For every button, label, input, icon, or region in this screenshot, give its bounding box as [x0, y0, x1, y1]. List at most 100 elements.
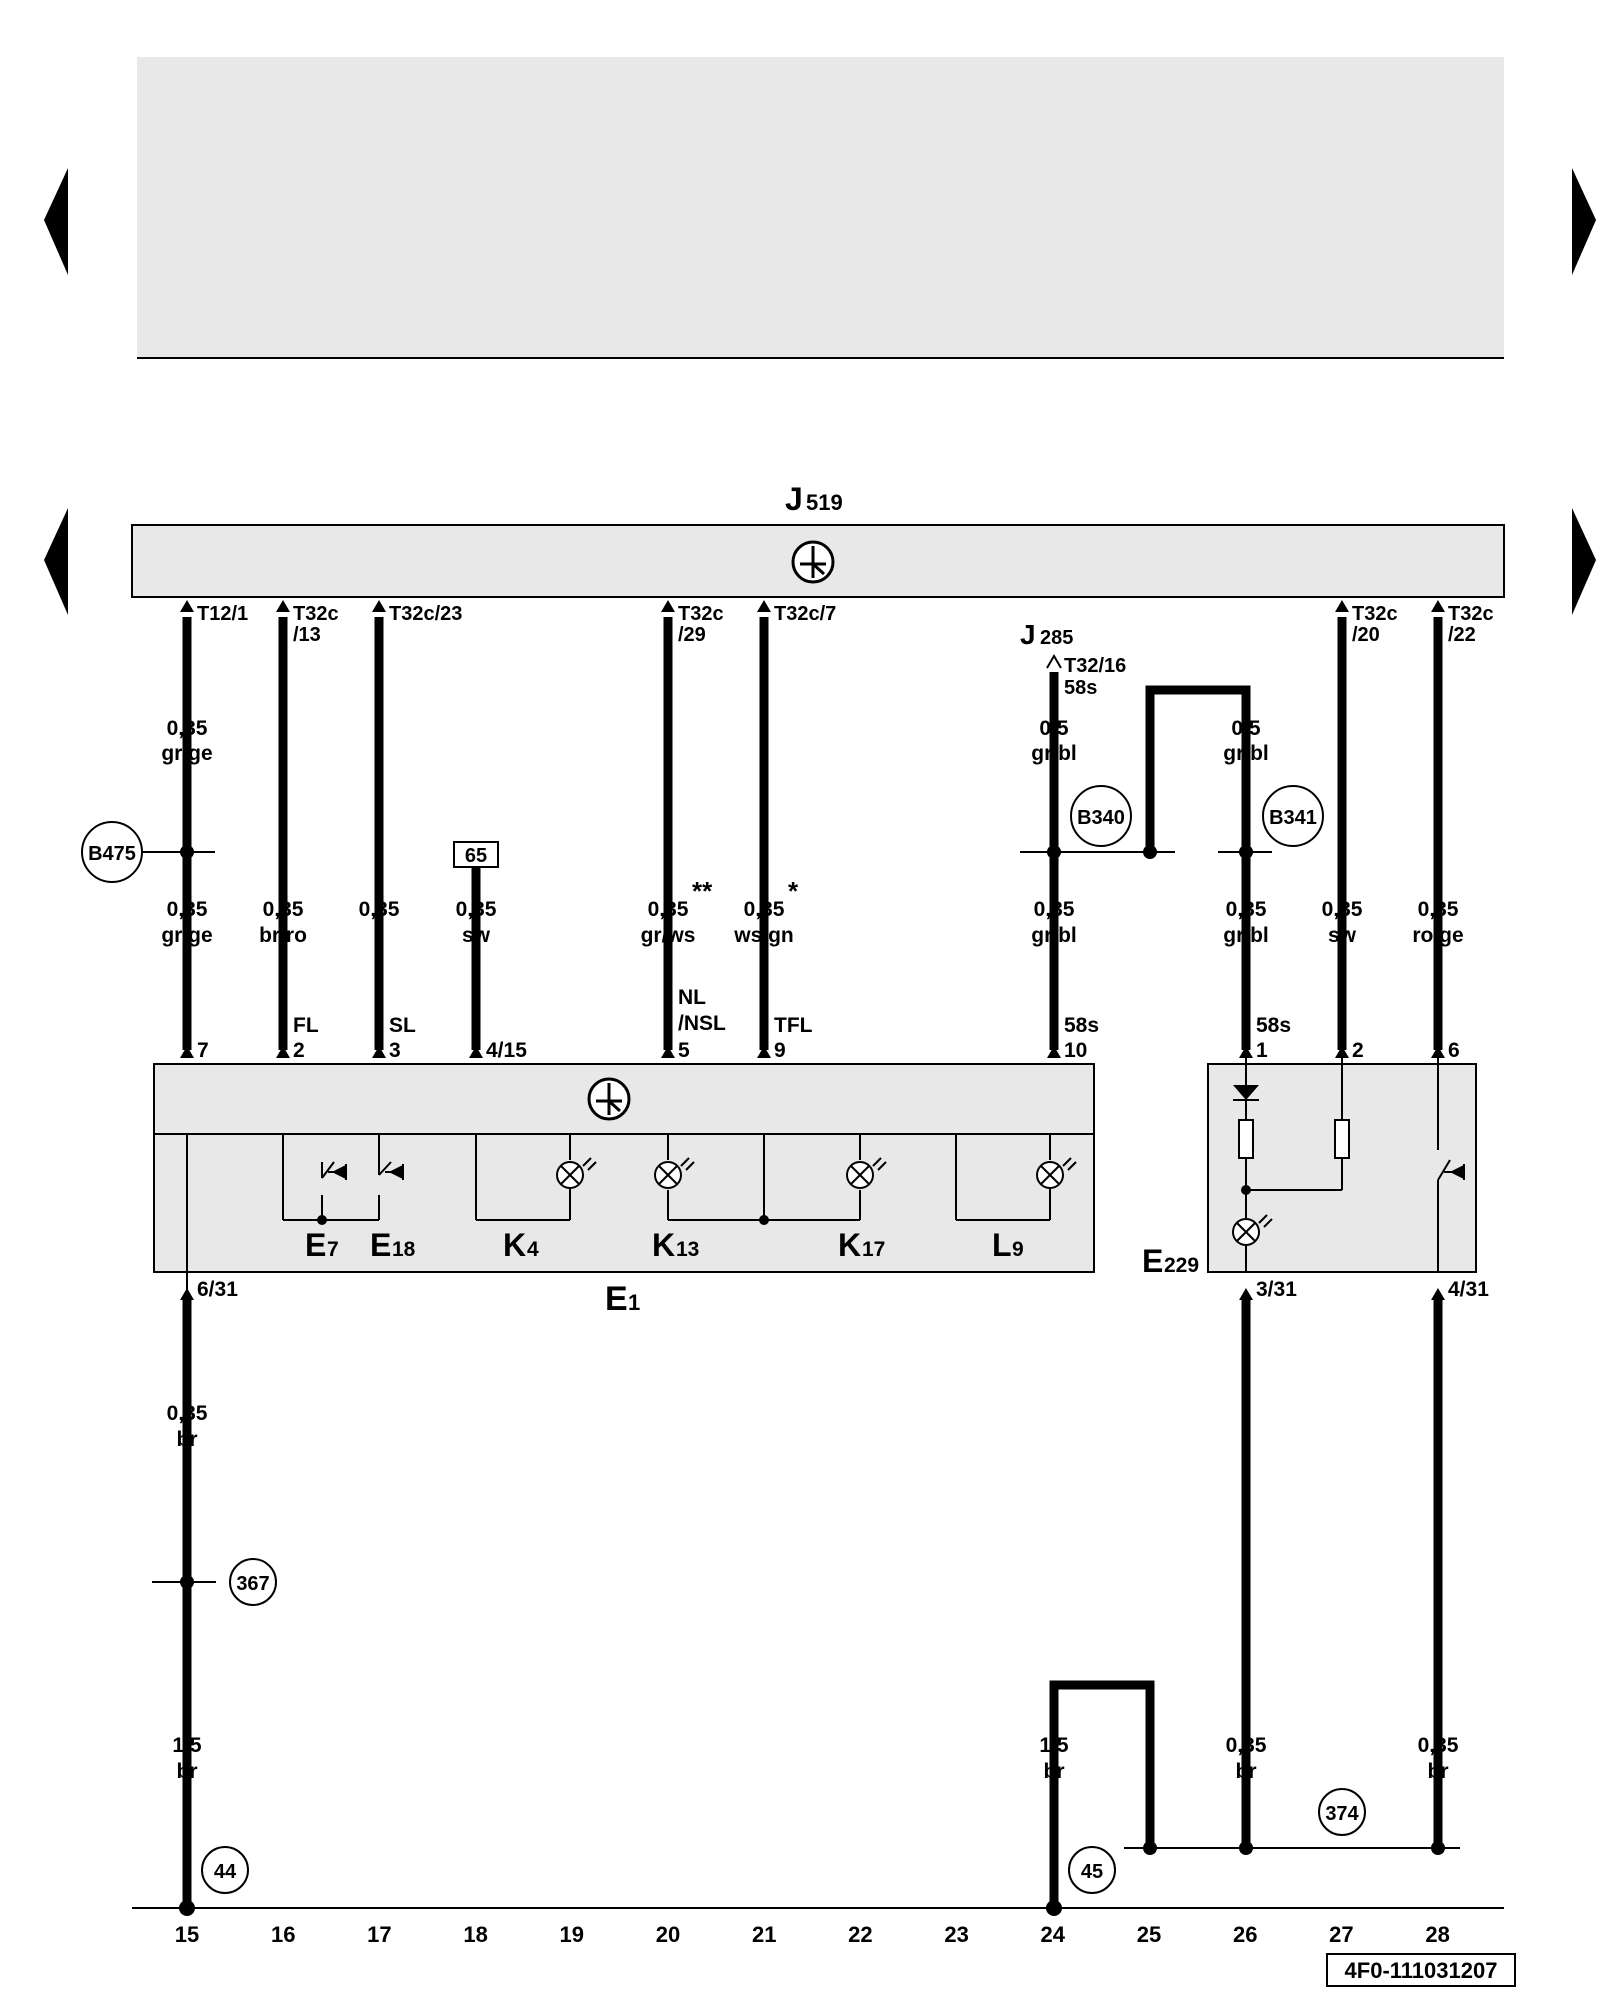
svg-text:B475: B475	[88, 843, 136, 865]
connector-t32c-29: T32c	[678, 603, 724, 625]
right-arrow-icon[interactable]	[1572, 168, 1596, 275]
svg-text:B340: B340	[1077, 807, 1125, 829]
svg-text:br: br	[1428, 1760, 1449, 1783]
connector-t32c-29-pin: /29	[678, 624, 706, 646]
svg-text:gr/ge: gr/ge	[161, 742, 212, 765]
connector-t32c-20-pin: /20	[1352, 624, 1380, 646]
svg-text:2: 2	[293, 1039, 305, 1062]
connector-t32c-22-pin: /22	[1448, 624, 1476, 646]
control-unit-icon	[791, 540, 835, 584]
e18-label: E	[370, 1227, 391, 1263]
e1-subscript: 1	[628, 1290, 640, 1315]
wire-labels-middle: 0,35 gr/ge 0,35 br/ro 0,35 li 0,35 sw 0,…	[161, 876, 1463, 947]
svg-text:10: 10	[1064, 1039, 1087, 1062]
track-number: 19	[560, 1922, 584, 1947]
svg-text:65: 65	[465, 845, 487, 867]
l9-subscript: 9	[1012, 1238, 1024, 1261]
document-id: 4F0-111031207	[1326, 1953, 1516, 1987]
connector-t32-16: T32/16	[1064, 655, 1126, 677]
track-number: 21	[752, 1922, 776, 1947]
svg-text:0,5: 0,5	[1231, 717, 1261, 740]
svg-text:58s: 58s	[1064, 1014, 1099, 1037]
svg-text:ro/ge: ro/ge	[1412, 924, 1463, 947]
svg-text:58s: 58s	[1256, 1014, 1291, 1037]
svg-text:li: li	[373, 924, 385, 947]
svg-text:sw: sw	[1328, 924, 1357, 947]
connection-marker-367: 367	[229, 1558, 277, 1606]
track-number: 26	[1233, 1922, 1257, 1947]
e1-module: E 7 E 18 K 4 K 13 K 17 L 9	[153, 1063, 1095, 1292]
j285-title: J	[1020, 619, 1036, 650]
j285-pin-arrow	[1046, 654, 1062, 669]
lamp-icon	[556, 1157, 597, 1189]
header-panel	[137, 57, 1504, 357]
svg-text:/NSL: /NSL	[678, 1012, 726, 1035]
wire-labels-upper: 0,35 gr/ge 0,5 gr/bl 0,5 gr/bl	[161, 717, 1268, 765]
k13-subscript: 13	[676, 1238, 699, 1261]
control-unit-icon	[587, 1077, 631, 1121]
e7-label: E	[305, 1227, 326, 1263]
track-number: 27	[1329, 1922, 1353, 1947]
svg-text:gr/ge: gr/ge	[161, 924, 212, 947]
svg-text:NL: NL	[678, 986, 706, 1009]
splice-row	[140, 845, 1272, 859]
ground-marker-b341: B341	[1262, 785, 1324, 847]
ground-point-44: 44	[201, 1846, 249, 1894]
connector-t32c-23: T32c/23	[389, 603, 462, 625]
k17-label: K	[838, 1227, 861, 1263]
connection-marker-374: 374	[1318, 1788, 1366, 1836]
j285-subscript: 285	[1040, 627, 1073, 649]
e18-subscript: 18	[392, 1238, 416, 1261]
pin-6-31: 6/31	[197, 1278, 238, 1301]
connector-t32c-7: T32c/7	[774, 603, 836, 625]
svg-text:br: br	[1236, 1760, 1257, 1783]
svg-text:gr/bl: gr/bl	[1223, 924, 1269, 947]
svg-text:gr/ws: gr/ws	[641, 924, 696, 947]
svg-text:0,35: 0,35	[167, 717, 208, 740]
svg-text:0,35: 0,35	[456, 898, 497, 921]
e1-title: E	[605, 1280, 628, 1318]
svg-text:2: 2	[1352, 1039, 1364, 1062]
svg-text:sw: sw	[462, 924, 491, 947]
e229-subscript: 229	[1164, 1254, 1199, 1277]
svg-text:0,35: 0,35	[1226, 898, 1267, 921]
svg-text:br: br	[177, 1428, 198, 1451]
svg-text:ws/gn: ws/gn	[733, 924, 794, 947]
lamp-icon	[1036, 1157, 1077, 1189]
svg-text:0,35: 0,35	[744, 898, 785, 921]
right-arrow-icon[interactable]	[1572, 508, 1596, 615]
svg-text:1,5: 1,5	[172, 1734, 202, 1757]
lamp-icon	[846, 1157, 887, 1189]
track-number: 17	[367, 1922, 391, 1947]
svg-text:0,35: 0,35	[1418, 1734, 1459, 1757]
wire-labels-lower: 0,35 br 1,5 br 1,5 br 0,35 br 0,35 br	[167, 1402, 1459, 1783]
j519-title: J	[785, 481, 803, 517]
svg-text:0,35: 0,35	[1034, 898, 1075, 921]
pin-4-31: 4/31	[1448, 1278, 1489, 1301]
svg-text:SL: SL	[389, 1014, 416, 1037]
track-number: 16	[271, 1922, 295, 1947]
svg-text:9: 9	[774, 1039, 786, 1062]
ground-pin-arrows	[180, 1288, 1445, 1300]
connector-t32c-22: T32c	[1448, 603, 1494, 625]
diode-icon	[1233, 1085, 1259, 1100]
svg-text:45: 45	[1081, 1861, 1103, 1883]
svg-text:gr/bl: gr/bl	[1031, 742, 1077, 765]
svg-text:br: br	[1044, 1760, 1065, 1783]
connector-t32-16-signal: 58s	[1064, 677, 1097, 699]
k4-subscript: 4	[527, 1238, 539, 1261]
svg-text:1: 1	[1256, 1039, 1268, 1062]
svg-text:0,35: 0,35	[167, 1402, 208, 1425]
track-number: 24	[1041, 1922, 1066, 1947]
pin-3-31: 3/31	[1256, 1278, 1297, 1301]
pin-arrows	[180, 1046, 1445, 1058]
left-arrow-icon[interactable]	[44, 168, 68, 275]
left-arrow-icon[interactable]	[44, 508, 68, 615]
svg-text:TFL: TFL	[774, 1014, 813, 1037]
svg-text:gr/bl: gr/bl	[1031, 924, 1077, 947]
svg-text:0,35: 0,35	[1226, 1734, 1267, 1757]
svg-text:367: 367	[236, 1573, 269, 1595]
switch-icon	[378, 1161, 404, 1180]
connector-t32c-13: T32c	[293, 603, 339, 625]
